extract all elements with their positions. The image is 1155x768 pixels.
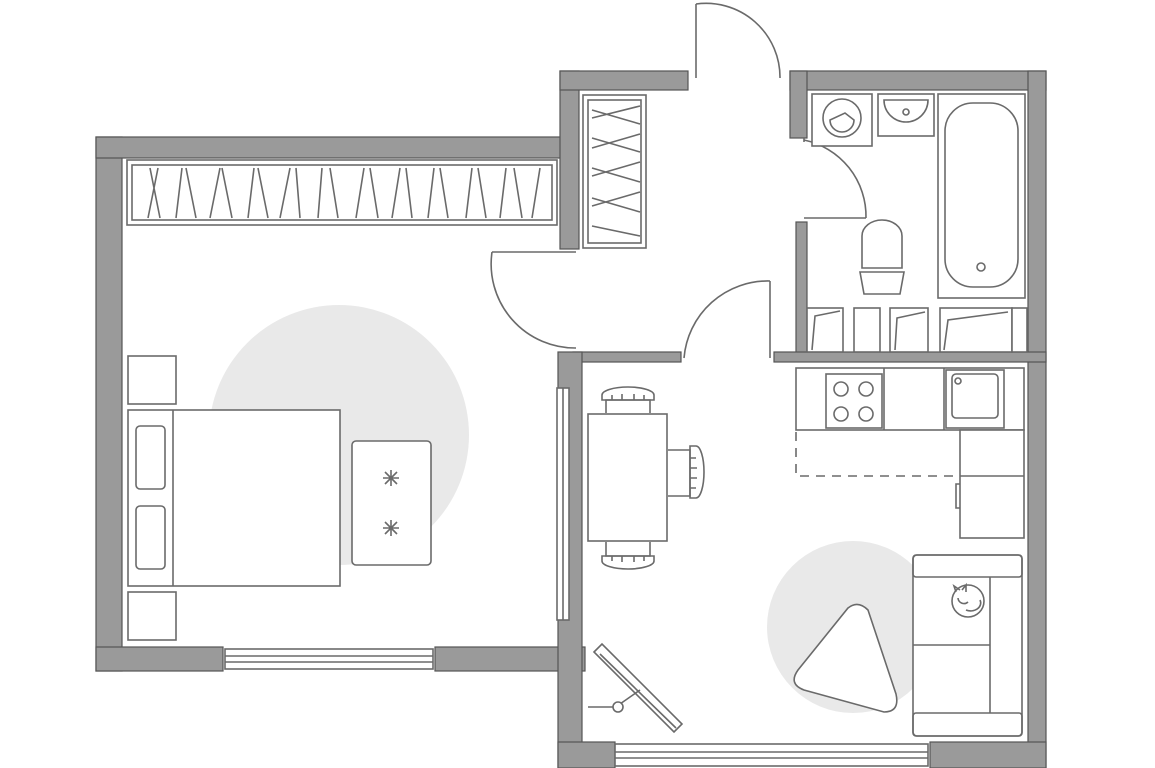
window-icon	[614, 743, 929, 767]
sofa-icon	[912, 554, 1023, 737]
storage-shelf-icon	[806, 307, 1028, 353]
cat-icon	[951, 582, 985, 618]
sink-icon	[877, 93, 935, 137]
chair-icon	[601, 386, 655, 413]
door-swing-icon	[803, 138, 867, 219]
coffee-table-icon	[351, 440, 432, 566]
nightstand-icon	[127, 355, 177, 405]
bathtub-icon	[937, 93, 1026, 299]
chair-icon	[601, 542, 655, 570]
window-icon	[224, 648, 434, 670]
stove-icon	[825, 373, 883, 429]
toilet-icon	[859, 219, 905, 295]
kitchen-sink-icon	[945, 369, 1005, 429]
wardrobe-icon	[582, 94, 647, 249]
door-swing-icon	[695, 2, 781, 79]
kitchen-island-outline	[795, 432, 960, 477]
door-swing-icon	[490, 251, 577, 349]
washing-machine-icon	[811, 93, 873, 147]
bed-icon	[127, 409, 341, 587]
nightstand-icon	[127, 591, 177, 641]
dining-table-icon	[587, 413, 668, 542]
easel-icon	[588, 642, 684, 734]
window-icon	[556, 387, 570, 621]
chair-icon	[668, 445, 705, 499]
wardrobe-icon	[126, 159, 558, 226]
walls	[95, 70, 1047, 768]
armchair-icon	[793, 603, 898, 713]
door-swing-icon	[683, 280, 771, 359]
